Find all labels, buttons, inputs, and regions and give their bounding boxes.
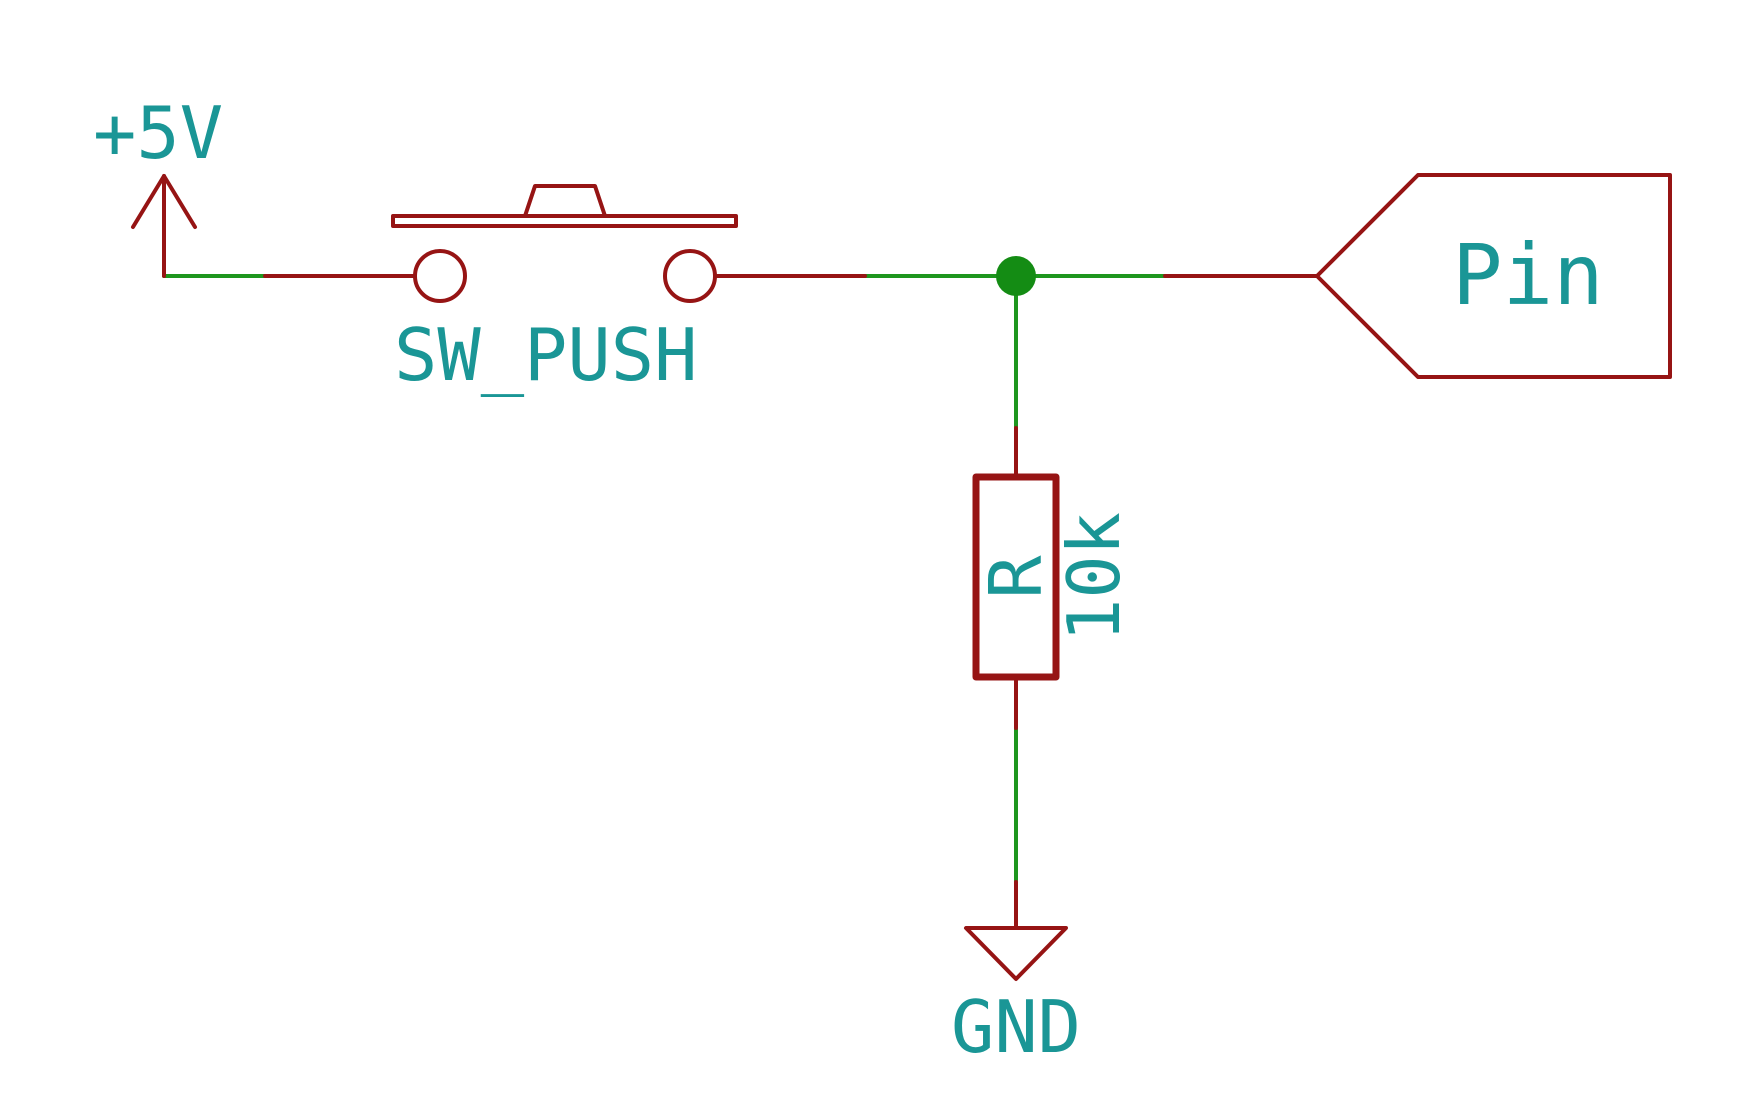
resistor-ref-label: R (974, 555, 1058, 599)
power-arrow-head (131, 174, 197, 229)
gnd-label: GND (951, 985, 1081, 1069)
switch-name-label: SW_PUSH (394, 313, 697, 397)
switch-plunger (523, 184, 607, 218)
wires (162, 274, 1167, 884)
gnd-symbol[interactable] (964, 880, 1068, 981)
resistor-value-label: 10k (1052, 512, 1136, 642)
switch-actuator-bar (391, 214, 738, 228)
pin-label-text: Pin (1452, 226, 1604, 324)
junction-dot (996, 256, 1036, 296)
switch-contact-right (663, 249, 717, 303)
push-switch[interactable] (263, 184, 867, 303)
pin-label-shape[interactable] (1315, 173, 1672, 379)
power-5v-symbol[interactable] (131, 174, 197, 278)
resistor[interactable] (972, 426, 1060, 730)
power-label: +5V (93, 91, 223, 175)
switch-contact-left (413, 249, 467, 303)
gnd-triangle (964, 926, 1068, 981)
